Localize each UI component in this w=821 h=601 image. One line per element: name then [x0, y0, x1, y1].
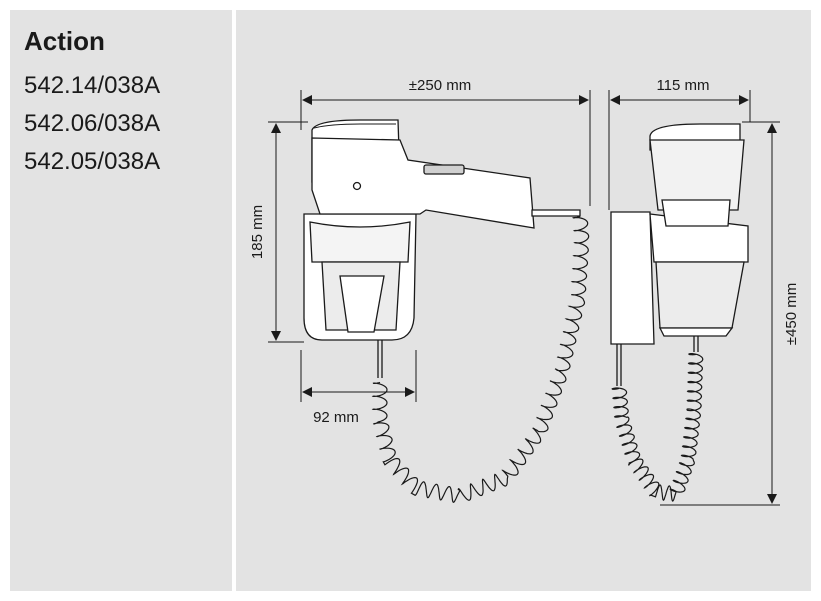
model-number-1: 542.14/038A — [24, 72, 161, 99]
coiled-cord-side — [611, 353, 704, 502]
dim-label-width-holder: 92 mm — [313, 409, 359, 426]
dimension-labels: ±250 mm 115 mm 92 mm 185 mm ±450 mm — [249, 77, 800, 426]
front-view — [303, 119, 581, 378]
dryer-switch — [423, 164, 465, 175]
model-number-2: 542.06/038A — [24, 110, 161, 137]
cord-coil — [611, 353, 704, 502]
model-number-3: 542.05/038A — [24, 148, 161, 175]
holder-cup — [655, 261, 745, 329]
dryer-button — [352, 181, 362, 191]
coiled-cord-front — [371, 215, 590, 503]
dim-label-height-total: ±450 mm — [783, 283, 800, 345]
dim-label-width-total: ±250 mm — [409, 77, 471, 94]
cord-coil — [371, 215, 590, 503]
product-title: Action — [24, 26, 105, 56]
side-view — [610, 123, 749, 386]
left-info-panel: Action 542.14/038A 542.06/038A 542.05/03… — [10, 10, 232, 591]
wall-plate — [610, 211, 655, 345]
dryer-body — [311, 137, 535, 229]
dim-label-height-holder: 185 mm — [249, 205, 266, 259]
dim-label-depth: 115 mm — [656, 77, 709, 94]
dimension-lines — [268, 90, 780, 506]
